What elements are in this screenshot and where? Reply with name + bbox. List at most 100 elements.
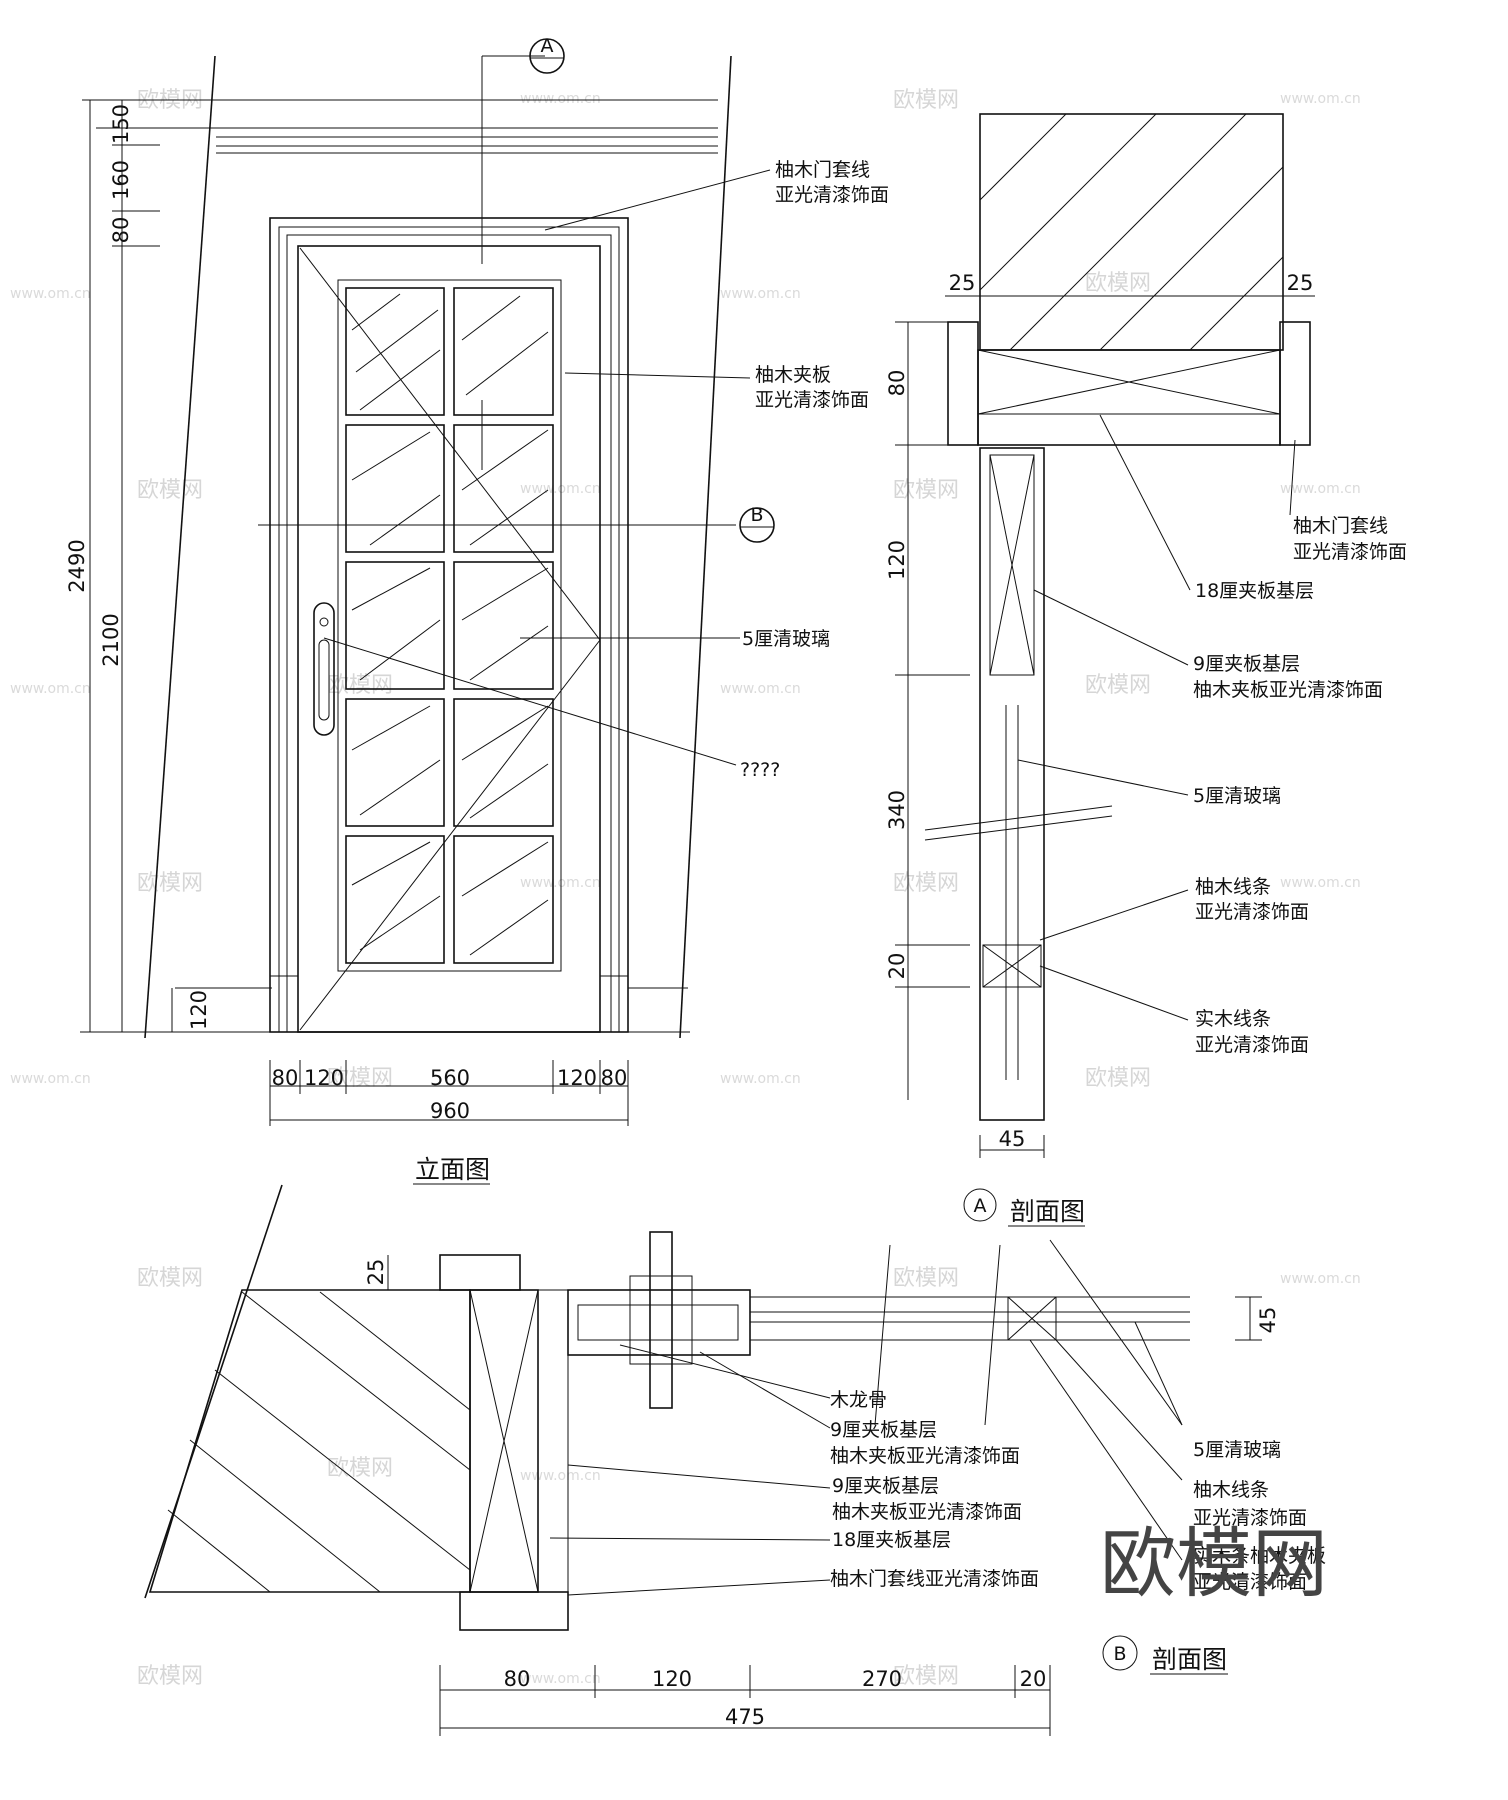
glass-pane [453, 698, 554, 827]
timber-cross [989, 454, 1035, 676]
dim-label: 45 [999, 1127, 1026, 1151]
elevation-view: A B 柚木门套线 亚光清漆饰面 柚木夹板 亚光清漆饰面 5厘清玻璃 ???? … [65, 35, 889, 1185]
concrete-hatch [214, 1369, 471, 1571]
watermark-url: www.om.cn [1280, 1271, 1361, 1287]
note-teak-moulding: 柚木线条 [1195, 876, 1271, 898]
leader-line [1033, 589, 1189, 666]
wall-break-line [144, 1184, 283, 1599]
concrete-hatch [979, 113, 1067, 201]
dim-label: 120 [304, 1066, 344, 1090]
watermark-url: www.om.cn [1280, 875, 1361, 891]
leader-line [567, 1579, 831, 1596]
glass-hatch [469, 763, 549, 819]
glass-hatch [461, 429, 549, 491]
dim-label: 80 [109, 217, 133, 244]
timber-cross [977, 349, 1281, 415]
swing-line [299, 639, 601, 1031]
concrete-wall [148, 1289, 471, 1593]
dim-label: 2100 [99, 613, 123, 666]
door-stile [979, 447, 1045, 1121]
note-casing: 柚木门套线 [1293, 515, 1388, 537]
watermark-logo: 欧模网 [137, 478, 203, 503]
glass-hatch [359, 619, 441, 681]
note-solid-moulding: 实木线条 [1195, 1008, 1271, 1030]
note-casing: 柚木门套线亚光清漆饰面 [830, 1568, 1039, 1590]
break-line [924, 815, 1113, 841]
swing-line [299, 247, 601, 641]
dim-label: 80 [272, 1066, 299, 1090]
note-glass: 5厘清玻璃 [1193, 1439, 1281, 1461]
note-9mm-ply: 9厘夹板基层 [1193, 653, 1300, 675]
casing-trim-left [947, 321, 979, 446]
leader-line [1055, 1339, 1183, 1481]
watermark-url: www.om.cn [1280, 481, 1361, 497]
casing-trim-right [1279, 321, 1311, 446]
leader-line [1099, 414, 1191, 591]
glass-grid [337, 279, 562, 972]
note-finish: 亚光清漆饰面 [1193, 1507, 1307, 1529]
leader-line [567, 1464, 831, 1489]
watermark-logo: 欧模网 [327, 673, 393, 698]
watermark-url: www.om.cn [10, 681, 91, 697]
hinge-plate [629, 1275, 693, 1365]
dim-label: 45 [1256, 1307, 1280, 1334]
watermark-logo: 欧模网 [893, 478, 959, 503]
dim-label: 120 [187, 990, 211, 1030]
glass-pane [345, 287, 445, 416]
note-timber-joist: 木龙骨 [830, 1389, 887, 1411]
watermark-url: www.om.cn [10, 1071, 91, 1087]
section-a-marker [963, 1188, 997, 1222]
leader-line [564, 372, 751, 379]
leader-line [1039, 965, 1189, 1021]
note-finish: 亚光清漆饰面 [1195, 1034, 1309, 1056]
note-9mm-ply: 9厘夹板基层 [830, 1419, 937, 1441]
concrete-hatch [979, 113, 1157, 291]
watermark-logo: 欧模网 [893, 871, 959, 896]
note-casing: 柚木门套线 [775, 159, 870, 181]
note-9mm-ply: 9厘夹板基层 [832, 1475, 939, 1497]
dim-label: 80 [601, 1066, 628, 1090]
glass-pane [345, 561, 445, 690]
casing-trim [439, 1254, 521, 1291]
watermark-url: www.om.cn [720, 286, 801, 302]
watermark-logo-large: 欧模网 [1100, 1519, 1328, 1608]
section-marker-a-label: A [541, 35, 554, 57]
leader-line [544, 169, 771, 231]
leader-line [1289, 439, 1296, 516]
watermark-logo: 欧模网 [1085, 271, 1151, 296]
dim-label: 340 [885, 790, 909, 830]
glass-hatch [461, 705, 549, 761]
dim-label: 2490 [65, 539, 89, 592]
section-a-marker-label: A [974, 1195, 987, 1217]
concrete-hatch [1189, 256, 1284, 351]
watermark-layer: 欧模网 欧模网 欧模网 欧模网 欧模网 欧模网 欧模网 欧模网 欧模网 欧模网 … [10, 88, 1361, 1689]
timber-cross [469, 1289, 539, 1593]
concrete-hatch [1099, 166, 1284, 351]
dim-label: 270 [862, 1667, 902, 1691]
watermark-url: www.om.cn [720, 1071, 801, 1087]
watermark-logo: 欧模网 [327, 1456, 393, 1481]
timber-cross [982, 944, 1042, 988]
timber-cross [1007, 1296, 1057, 1341]
dim-label: 120 [652, 1667, 692, 1691]
break-line [874, 1244, 891, 1426]
note-glass: 5厘清玻璃 [742, 628, 830, 650]
note-finish: 亚光清漆饰面 [755, 389, 869, 411]
leader-line [1134, 1321, 1183, 1426]
plywood-layer [537, 1289, 569, 1593]
door-leaf [297, 245, 601, 1033]
section-b-marker [1102, 1635, 1138, 1671]
concrete-hatch [1009, 113, 1247, 351]
watermark-logo: 欧模网 [893, 1664, 959, 1689]
leader-line [323, 637, 737, 766]
glass-hatch [351, 841, 431, 886]
break-line [984, 1244, 1001, 1426]
dim-label: 560 [430, 1066, 470, 1090]
glass-hatch [461, 841, 549, 897]
handle-grip [318, 639, 330, 721]
glass-pane [345, 698, 445, 827]
watermark-url: www.om.cn [1280, 91, 1361, 107]
glass-hatch [461, 295, 521, 341]
note-finish: 亚光清漆饰面 [775, 184, 889, 206]
note-18mm-ply: 18厘夹板基层 [1195, 580, 1314, 602]
